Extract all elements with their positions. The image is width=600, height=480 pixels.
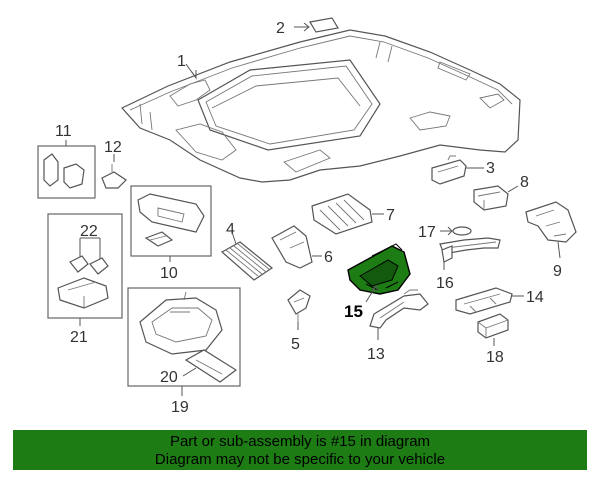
- callout-15: 15: [344, 302, 363, 321]
- callout-20: 20: [160, 369, 178, 386]
- part-1-headliner: [121, 29, 521, 183]
- part-8-block: [473, 185, 519, 211]
- part-4-grille: [220, 231, 274, 281]
- callout-13: 13: [367, 346, 385, 363]
- callout-9: 9: [553, 263, 562, 280]
- part-9-bracket: [525, 201, 577, 259]
- callout-19: 19: [171, 399, 189, 416]
- callout-12: 12: [104, 139, 122, 156]
- part-21-group: [47, 213, 123, 326]
- parts-diagram: 1 2 3 4 5 6 7 8 9 10 11 12 13 14 15 16 1…: [37, 17, 577, 416]
- part-6-cover: [271, 225, 322, 269]
- callout-17: 17: [418, 224, 436, 241]
- info-banner: Part or sub-assembly is #15 in diagram D…: [13, 430, 587, 470]
- part-17-washer: [440, 226, 472, 236]
- callout-1: 1: [177, 53, 186, 70]
- callout-10: 10: [160, 265, 178, 282]
- callout-7: 7: [386, 207, 395, 224]
- callout-8: 8: [520, 174, 529, 191]
- leader-1: [185, 63, 197, 80]
- callout-21: 21: [70, 329, 88, 346]
- part-19-group: [127, 287, 241, 396]
- part-5-bracket: [287, 289, 311, 330]
- part-14-rail: [455, 287, 524, 315]
- callout-3: 3: [486, 160, 495, 177]
- part-11-clips: [37, 140, 96, 199]
- part-7-louver: [311, 193, 384, 235]
- part-3-clip: [431, 155, 484, 185]
- callout-14: 14: [526, 289, 544, 306]
- part-15-console-highlight: [347, 243, 411, 303]
- callout-5: 5: [291, 336, 300, 353]
- callout-6: 6: [324, 249, 333, 266]
- callout-22: 22: [80, 223, 98, 240]
- callout-2: 2: [276, 20, 285, 37]
- part-13-handle: [369, 289, 429, 340]
- callout-11: 11: [55, 123, 72, 140]
- part-2-pad: [294, 17, 339, 33]
- part-12-clip: [101, 154, 127, 189]
- banner-line-2: Diagram may not be specific to your vehi…: [154, 451, 446, 468]
- banner-line-1: Part or sub-assembly is #15 in diagram: [169, 433, 431, 450]
- callout-18: 18: [486, 349, 504, 366]
- part-16-wire: [439, 237, 501, 270]
- callout-16: 16: [436, 275, 454, 292]
- part-10-group: [130, 185, 212, 262]
- part-18-block: [477, 313, 509, 346]
- callout-4: 4: [226, 221, 235, 238]
